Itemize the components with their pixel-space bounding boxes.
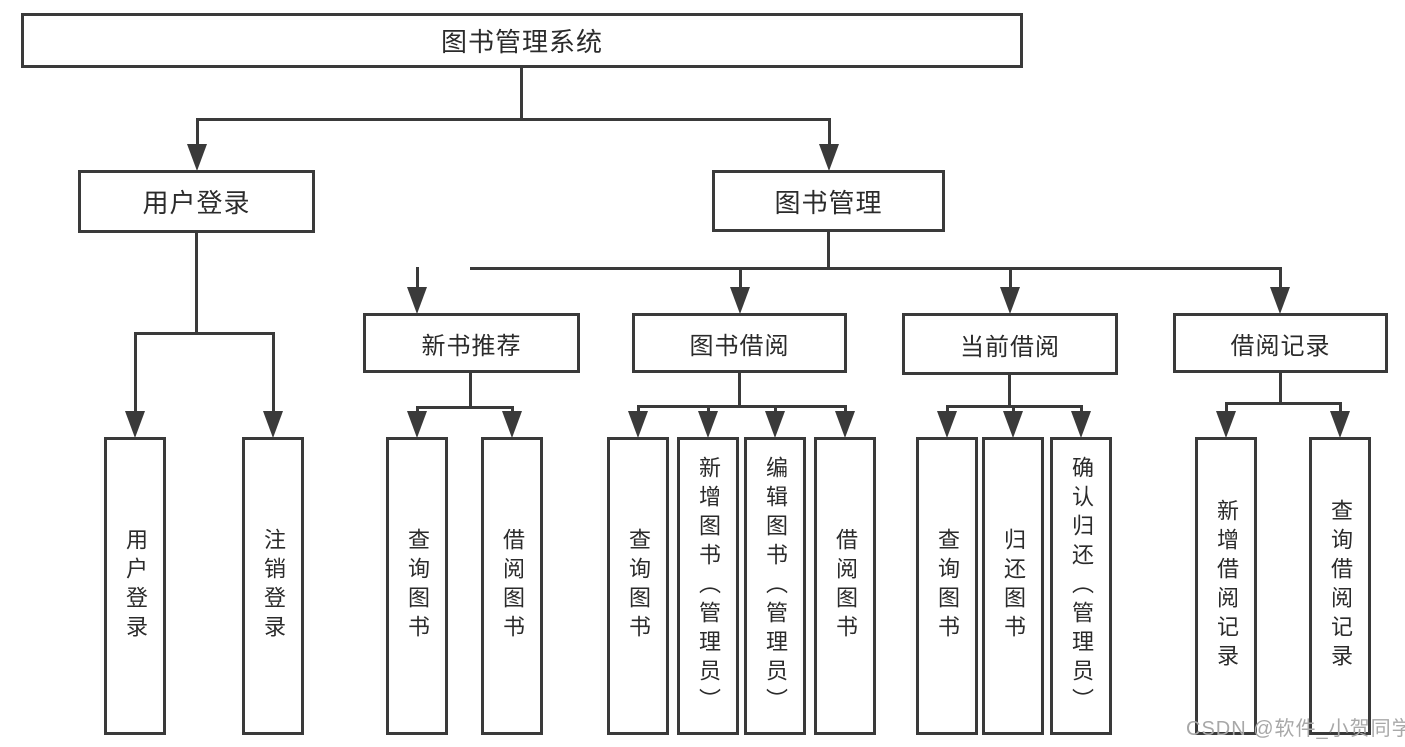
connector-book-mgmt-down (827, 232, 830, 270)
connector-current-borrow-stem (1009, 267, 1012, 292)
leaf-edit-book-admin: 编辑图书（管理员） (744, 437, 806, 735)
leaf-add-book-admin: 新增图书（管理员） (677, 437, 739, 735)
arrow-down-icon (125, 411, 145, 438)
arrow-down-icon (263, 411, 283, 438)
node-library-management-system: 图书管理系统 (21, 13, 1023, 68)
node-borrowing-records: 借阅记录 (1173, 313, 1388, 373)
arrow-down-icon (1330, 411, 1350, 438)
leaf-query-books: 查询图书 (916, 437, 978, 735)
arrow-down-icon (765, 411, 785, 438)
arrow-down-icon (502, 411, 522, 438)
arrow-down-icon (937, 411, 957, 438)
arrow-down-icon (1270, 287, 1290, 314)
arrow-down-icon (730, 287, 750, 314)
connector-borrow-record-stem (1279, 267, 1282, 292)
connector-borrow-record-down (1279, 373, 1282, 404)
connector-leaf-stem (272, 332, 275, 417)
node-new-book-recommend: 新书推荐 (363, 313, 580, 373)
leaf-borrow-books: 借阅图书 (814, 437, 876, 735)
arrow-down-icon (1003, 411, 1023, 438)
node-user-login: 用户登录 (78, 170, 315, 233)
arrow-down-icon (1071, 411, 1091, 438)
arrow-down-icon (835, 411, 855, 438)
node-book-borrowing: 图书借阅 (632, 313, 847, 373)
leaf-user-login: 用户登录 (104, 437, 166, 735)
connector-current-borrow-down (1008, 375, 1011, 407)
arrow-down-icon (407, 287, 427, 314)
connector-book-borrow-down (738, 373, 741, 407)
arrow-down-icon (819, 144, 839, 171)
arrow-down-icon (407, 411, 427, 438)
arrow-down-icon (1000, 287, 1020, 314)
connector-root-stem (520, 66, 523, 120)
arrow-down-icon (1216, 411, 1236, 438)
connector-book-borrow-stem (739, 267, 742, 292)
leaf-query-borrow-record: 查询借阅记录 (1309, 437, 1371, 735)
connector-new-book-stem (416, 267, 419, 292)
connector-level2-bar (196, 118, 831, 121)
leaf-query-books: 查询图书 (386, 437, 448, 735)
leaf-borrow-books: 借阅图书 (481, 437, 543, 735)
connector-new-book-bar (416, 406, 513, 409)
arrow-down-icon (698, 411, 718, 438)
connector-level3-bar (470, 267, 1281, 270)
connector-borrow-record-bar (1225, 402, 1341, 405)
leaf-add-borrow-record: 新增借阅记录 (1195, 437, 1257, 735)
connector-user-login-bar (134, 332, 275, 335)
connector-leaf-stem (134, 332, 137, 417)
connector-user-login-stem (196, 118, 199, 150)
connector-user-login-down (195, 233, 198, 335)
connector-book-mgmt-stem (828, 118, 831, 150)
connector-book-borrow-bar (637, 405, 846, 408)
leaf-return-book: 归还图书 (982, 437, 1044, 735)
csdn-watermark: CSDN @软件_小贺同学 (1186, 718, 1405, 740)
connector-new-book-down (469, 373, 472, 408)
arrow-down-icon (187, 144, 207, 171)
leaf-confirm-return-admin: 确认归还（管理员） (1050, 437, 1112, 735)
node-current-borrowing: 当前借阅 (902, 313, 1118, 375)
arrow-down-icon (628, 411, 648, 438)
leaf-query-books: 查询图书 (607, 437, 669, 735)
leaf-logout: 注销登录 (242, 437, 304, 735)
node-book-management: 图书管理 (712, 170, 945, 232)
